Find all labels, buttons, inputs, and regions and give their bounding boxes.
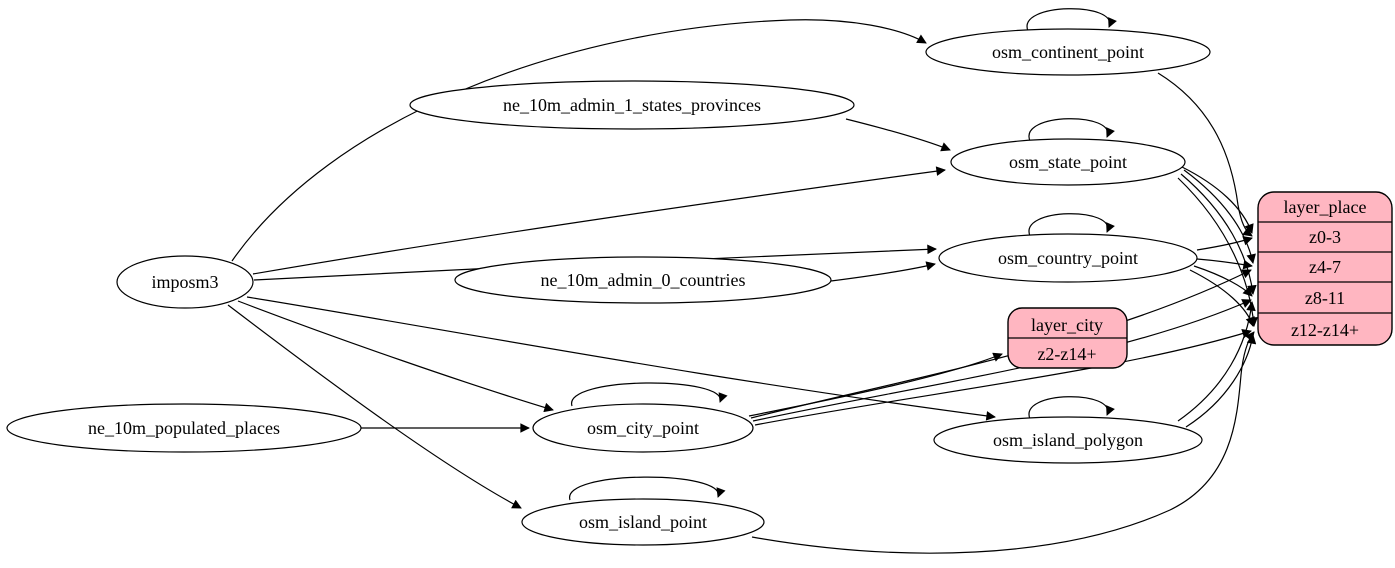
edge-osm_island_polygon-layer_place-z12-z14 [1185, 334, 1257, 428]
edge-osm_city_point-layer_city-z2-z14 [748, 352, 1003, 417]
edge-osm_island_point-layer_place-z12-z14 [751, 331, 1255, 554]
layer_place-row-z8-11: z8-11 [1305, 288, 1345, 308]
edge-selfloop-osm_continent_point [1026, 8, 1117, 32]
edge-imposm3-osm_island_point [227, 304, 522, 509]
edge-imposm3-osm_island_polygon [246, 296, 996, 421]
edge-osm_state_point-layer_place-z0-3 [1181, 166, 1254, 234]
ne_10m_admin_0_countries-ellipse [454, 256, 832, 304]
edge-selfloop-osm_country_point [1028, 213, 1115, 237]
edge-selfloop-osm_island_point [569, 476, 726, 501]
osm_island_polygon-ellipse [933, 416, 1203, 464]
edge-osm_country_point-layer_place-z12-z14 [1189, 269, 1255, 327]
osm_state_point-ellipse [950, 138, 1186, 186]
edge-imposm3-osm_city_point [237, 300, 554, 413]
osm_city_point-ellipse [532, 403, 754, 453]
ne_10m_admin_1_states_provinces-label: ne_10m_admin_1_states_provinces [503, 95, 761, 115]
edge-osm_state_point-layer_place-z8-11 [1180, 173, 1257, 295]
ne_10m_populated_places-ellipse [6, 403, 362, 453]
imposm3-ellipse [116, 255, 254, 309]
edge-osm_state_point-layer_place-z4-7 [1183, 169, 1256, 264]
layer_city-title: layer_city [1031, 315, 1103, 335]
edge-osm_island_polygon-layer_place-z8-11 [1177, 301, 1256, 422]
edge-selfloop-osm_city_point [571, 382, 728, 407]
node-osm_country_point: osm_country_point [938, 233, 1198, 283]
osm_city_point-label: osm_city_point [587, 418, 699, 438]
node-ne_10m_admin_0_countries: ne_10m_admin_0_countries [454, 256, 832, 304]
edge-selfloop-osm_island_polygon [1028, 396, 1115, 420]
edge-ne_10m_admin_1_states_provinces-osm_state_point [845, 118, 951, 152]
ne_10m_admin_0_countries-label: ne_10m_admin_0_countries [541, 270, 746, 290]
layer_place-row-z12-z14: z12-z14+ [1291, 320, 1359, 340]
node-osm_island_polygon: osm_island_polygon [933, 416, 1203, 464]
ne_10m_admin_1_states_provinces-ellipse [409, 80, 855, 130]
osm_continent_point-label: osm_continent_point [992, 42, 1144, 62]
layer_place-title: layer_place [1284, 197, 1367, 217]
node-osm_island_point: osm_island_point [521, 498, 765, 546]
node-osm_state_point: osm_state_point [950, 138, 1186, 186]
osm_continent_point-ellipse [925, 28, 1211, 76]
edge-selfloop-osm_state_point [1028, 118, 1115, 142]
node-imposm3: imposm3 [116, 255, 254, 309]
layer_place-row-z4-7: z4-7 [1309, 257, 1341, 277]
layer_place-row-z0-3: z0-3 [1309, 227, 1341, 247]
edge-osm_country_point-layer_place-z4-7 [1196, 258, 1253, 270]
node-ne_10m_admin_1_states_provinces: ne_10m_admin_1_states_provinces [409, 80, 855, 130]
edge-osm_country_point-layer_place-z0-3 [1196, 236, 1253, 251]
edge-osm_city_point-layer_place-z4-7 [750, 269, 1252, 419]
osm_island_point-ellipse [521, 498, 765, 546]
layer_place-box [1257, 191, 1393, 346]
edge-osm_country_point-layer_place-z8-11 [1193, 265, 1253, 297]
node-ne_10m_populated_places: ne_10m_populated_places [6, 403, 362, 453]
node-layer_city: layer_city z2-z14+ [1007, 307, 1128, 369]
edge-imposm3-osm_continent_point [231, 19, 927, 262]
node-layer_place: layer_place z0-3 z4-7 z8-11 z12-z14+ [1257, 191, 1393, 346]
osm_island_point-label: osm_island_point [579, 512, 707, 532]
osm_island_polygon-label: osm_island_polygon [993, 430, 1143, 450]
ne_10m_populated_places-label: ne_10m_populated_places [88, 418, 280, 438]
edge-imposm3-osm_state_point [252, 166, 946, 275]
imposm3-label: imposm3 [151, 272, 218, 292]
osm_country_point-ellipse [938, 233, 1198, 283]
node-osm_continent_point: osm_continent_point [925, 28, 1211, 76]
edge-osm_city_point-layer_place-z8-11 [752, 299, 1252, 422]
node-osm_city_point: osm_city_point [532, 403, 754, 453]
osm_state_point-label: osm_state_point [1009, 152, 1127, 172]
edge-ne_10m_admin_0_countries-osm_country_point [830, 261, 936, 282]
edges [227, 8, 1258, 554]
layer_city-row-z2-z14: z2-z14+ [1037, 344, 1096, 364]
edge-osm_city_point-layer_place-z12-z14 [754, 328, 1252, 426]
osm_country_point-label: osm_country_point [998, 248, 1138, 268]
